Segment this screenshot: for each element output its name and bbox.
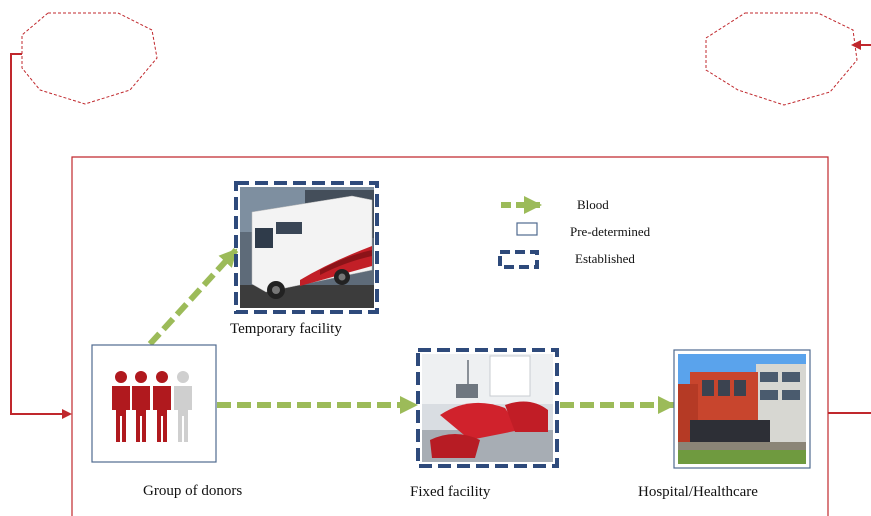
- blood-arrow-donors-to-temporary: [147, 247, 239, 347]
- hospital-building-image: [678, 354, 806, 464]
- temporary-facility-label: Temporary facility: [230, 321, 342, 337]
- people-group-icon: [112, 371, 192, 442]
- legend-predetermined-label: Pre-determined: [570, 224, 651, 239]
- temporary-facility-image: [240, 187, 374, 308]
- dashed-octagon-right: [705, 12, 858, 106]
- legend-established-label: Established: [575, 251, 635, 266]
- fixed-facility-image: [422, 354, 553, 462]
- fixed-facility-frame: [416, 348, 559, 468]
- legend-predetermined-box: [516, 222, 538, 236]
- donors-label: Group of donors: [143, 483, 243, 499]
- temporary-facility-frame: [234, 181, 379, 314]
- legend-established-box: [498, 250, 539, 269]
- legend-blood-label: Blood: [577, 197, 609, 212]
- feedback-arrow-left: [10, 53, 72, 419]
- main-frame: [71, 156, 829, 516]
- hospital-label: Hospital/Healthcare: [638, 484, 758, 500]
- fixed-facility-label: Fixed facility: [410, 484, 491, 500]
- dashed-octagon-left: [21, 12, 158, 105]
